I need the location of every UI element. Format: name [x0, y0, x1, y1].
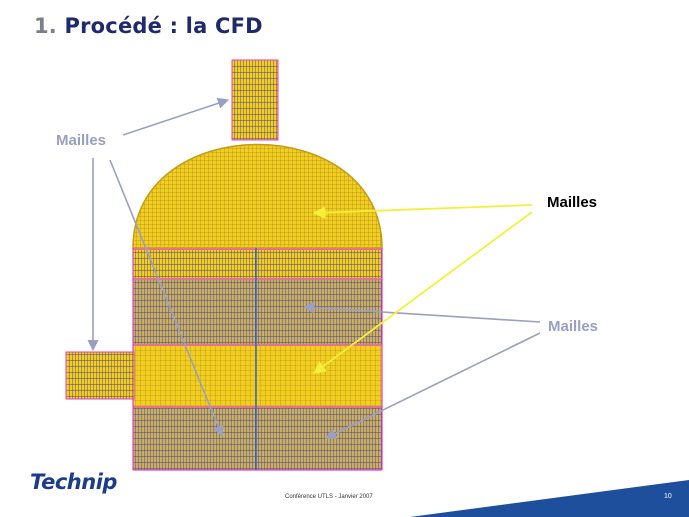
footer-text: Conférence UTLS - Janvier 2007 [285, 494, 373, 500]
label-mailles-right-top: Mailles [547, 194, 598, 211]
title-number: 1. [34, 14, 57, 38]
label-mailles-top-left: Mailles [56, 132, 107, 149]
top-nozzle-mesh [231, 59, 279, 141]
arrow-to-middle-band [312, 211, 533, 374]
grey-annotation-arrows [87, 97, 541, 439]
vessel-body-mesh [132, 248, 383, 471]
arrow-to-top-nozzle [122, 97, 230, 136]
arrow-to-dense-band [302, 302, 541, 323]
slide-title: 1. Procédé : la CFD [34, 14, 263, 38]
arrow-to-lower-band [324, 332, 541, 439]
side-nozzle-mesh [65, 351, 135, 400]
footer-band [410, 480, 689, 517]
yellow-annotation-arrows [312, 204, 533, 374]
arrow-to-lower-body [109, 159, 224, 438]
arrow-to-dome [312, 204, 533, 219]
page-number: 10 [664, 493, 672, 500]
label-mailles-right-middle: Mailles [548, 318, 599, 335]
title-text: Procédé : la CFD [64, 14, 263, 38]
technip-logo: Technip [30, 470, 117, 494]
